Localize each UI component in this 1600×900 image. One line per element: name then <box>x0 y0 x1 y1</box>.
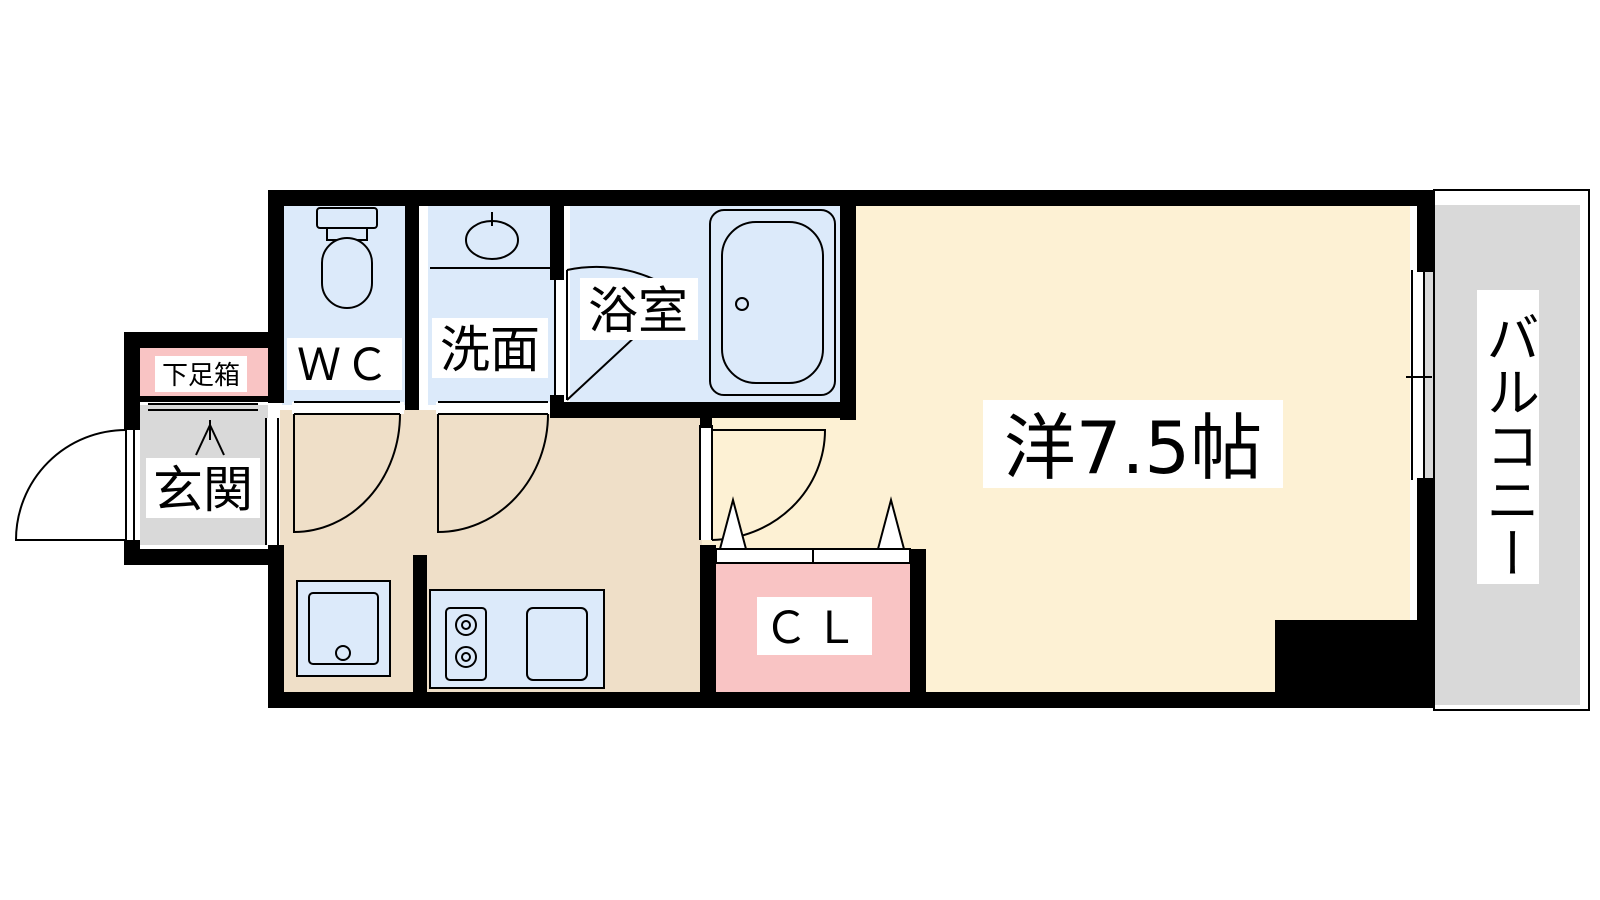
bathtub-icon <box>709 209 836 396</box>
outer-wall-left-upper <box>268 190 284 403</box>
water-rooms-bottom-wall <box>550 402 856 418</box>
fixtures <box>296 207 836 689</box>
outer-wall-bottom <box>268 692 1433 708</box>
washroom-bath-partition <box>550 190 564 280</box>
washroom-label-bg <box>432 318 548 378</box>
shoe-box-label: 下足箱 <box>162 361 240 391</box>
balcony-label: バルコニー <box>1477 310 1540 580</box>
shoe-box-doors <box>148 403 258 456</box>
bathroom-label: 浴室 <box>588 282 688 340</box>
closet-right-wall <box>910 549 926 708</box>
wash-basin-icon <box>430 212 556 269</box>
kitchen-room-partition-top <box>700 418 712 428</box>
outer-wall-right <box>1417 190 1433 272</box>
bathroom-label-bg <box>580 278 698 340</box>
closet-label-bg <box>757 597 872 655</box>
wc-label: ＷＣ <box>297 340 393 391</box>
outer-wall-left-lower <box>268 545 284 708</box>
entrance-side-opening <box>265 418 279 545</box>
kitchen-room-partition <box>700 545 716 708</box>
kitchen-counter-wall <box>413 555 427 708</box>
entrance-door <box>14 429 136 541</box>
western-room-label: 洋7.5帖 <box>1004 406 1263 490</box>
balcony-railing <box>1433 189 1590 711</box>
two-burner-stove-icon <box>445 607 487 681</box>
entrance-top-wall <box>124 332 284 348</box>
washroom-label: 洗面 <box>440 321 540 379</box>
closet-label: ＣＬ <box>764 603 864 654</box>
entrance-label: 玄関 <box>153 461 253 519</box>
wc-door <box>292 401 404 534</box>
entrance-bottom-wall <box>124 549 284 565</box>
wc-washroom-partition <box>405 190 419 410</box>
wc-label-bg <box>287 338 402 390</box>
western-room-label-bg <box>983 400 1283 488</box>
room-labels: ＷＣ 洗面 浴室 洋7.5帖 ＣＬ 下足箱 玄関 バルコニー <box>146 278 1540 655</box>
toilet-icon <box>316 207 378 309</box>
washing-machine-pan-icon <box>296 580 391 677</box>
kitchen-sink-icon <box>526 607 588 681</box>
balcony-label-bg <box>1477 290 1539 584</box>
doors-and-openings <box>14 189 1590 711</box>
bath-room-partition <box>840 190 856 420</box>
entrance-left-wall-upper <box>124 332 140 430</box>
washroom-door <box>436 401 550 534</box>
shoe-box-divider <box>138 396 270 402</box>
shoe-box-label-bg <box>155 356 247 392</box>
entrance-label-bg <box>146 458 260 518</box>
pipe-shaft <box>1275 620 1430 708</box>
balcony-window <box>1406 270 1432 480</box>
walls <box>124 190 1433 708</box>
